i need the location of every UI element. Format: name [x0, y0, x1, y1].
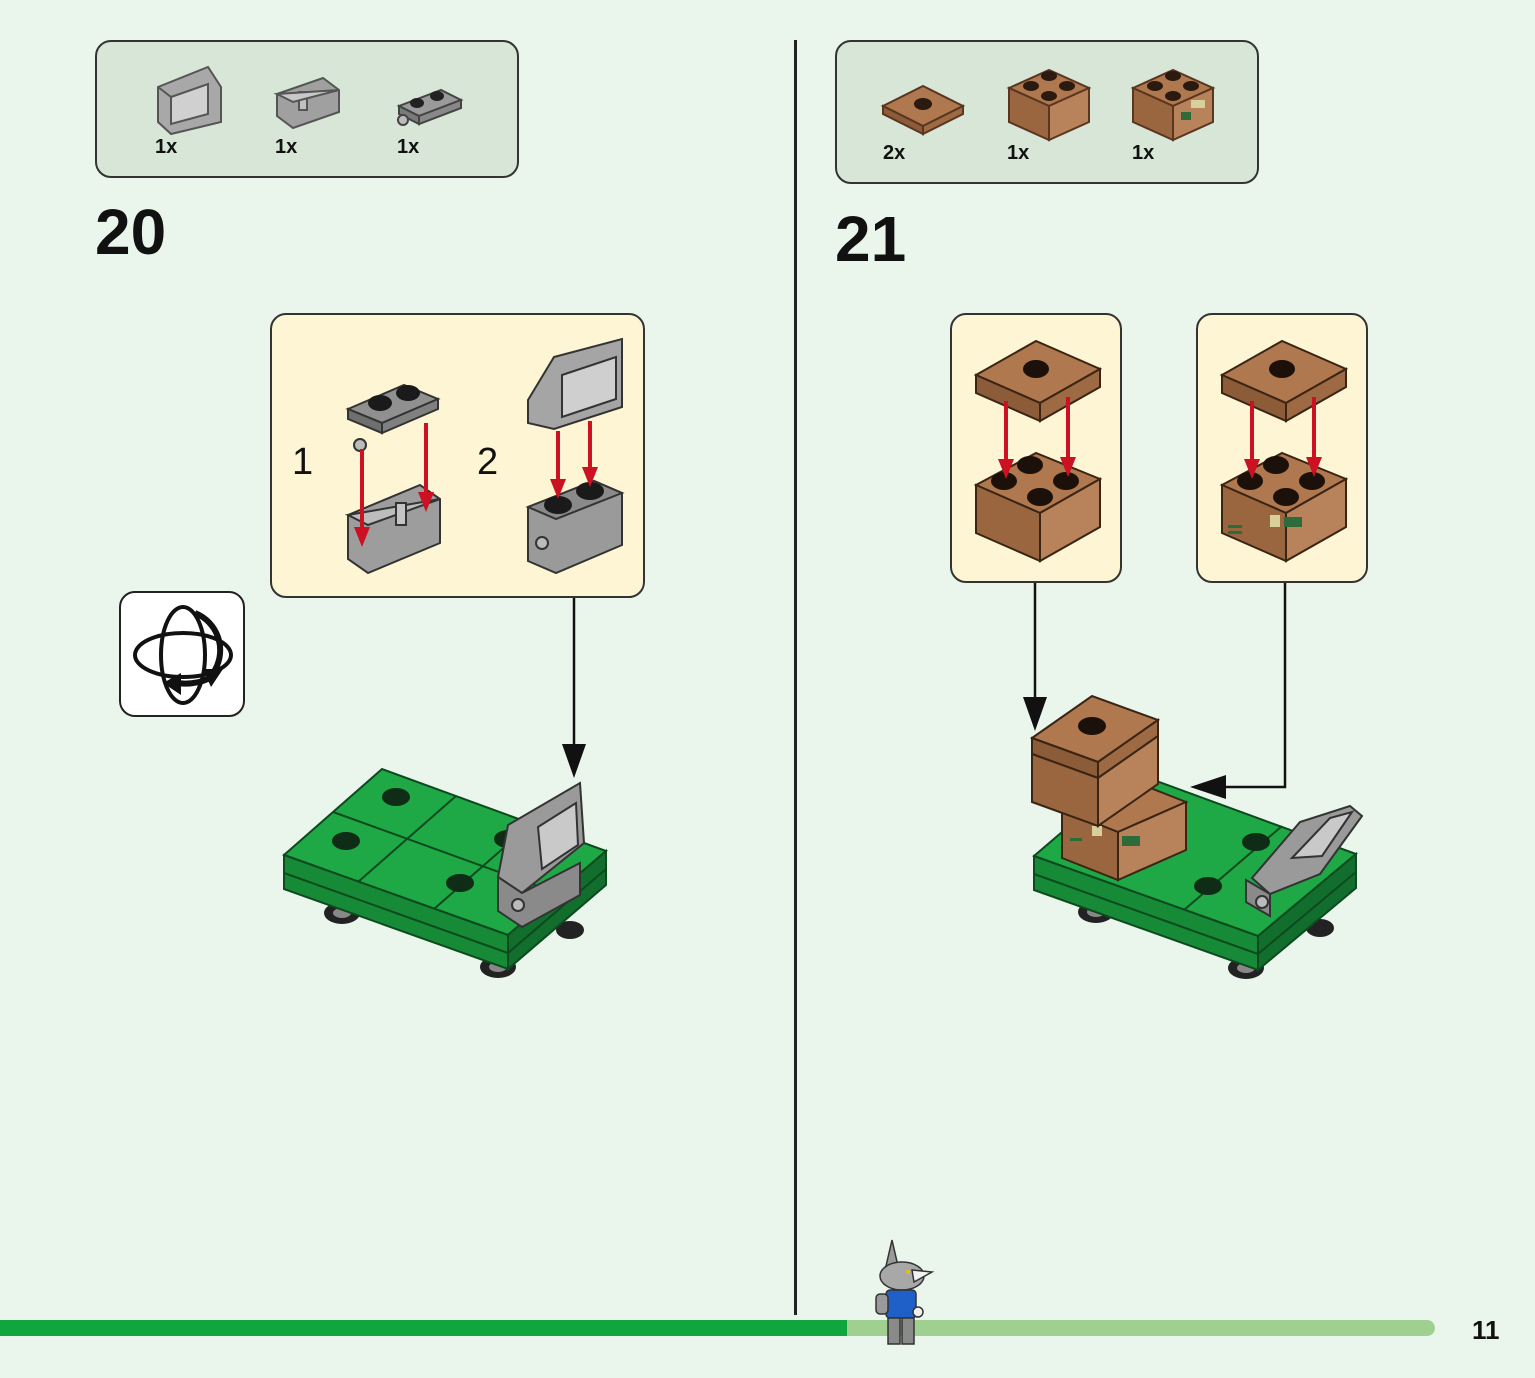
step-number: 21: [835, 203, 907, 275]
tile-on-brick-illustration: [973, 339, 1103, 563]
substep-number: 2: [477, 441, 499, 483]
parts-list-step-21: 2x 1x 1x: [835, 40, 1259, 184]
sub-assembly-callout-step-21-right: [1196, 313, 1368, 583]
part-qty: 1x: [155, 136, 178, 158]
rotate-model-box: [119, 591, 245, 717]
callout-pointer-arrow-right: [1190, 583, 1287, 799]
sub-assembly-callout-step-20: 1 2: [270, 313, 645, 598]
part-qty: 2x: [883, 142, 906, 164]
callout-pointer-arrow-left: [1023, 583, 1047, 731]
page-divider: [794, 40, 797, 1315]
brown-tile-with-stud-icon: [880, 84, 966, 136]
part-qty: 1x: [1007, 142, 1030, 164]
tile-on-printed-box-illustration: [1219, 339, 1349, 563]
substep-number: 1: [292, 441, 314, 483]
main-model-step-20: [282, 767, 608, 978]
progress-bar-remaining: [847, 1320, 1435, 1336]
brown-printed-box-brick-icon: [1130, 68, 1216, 142]
substep-2-illustration: [525, 337, 625, 575]
sub-assembly-callout-step-21-left: [950, 313, 1122, 583]
grey-plate-with-wheel-holder-icon: [396, 88, 464, 126]
shark-minifigure-icon: [875, 1239, 935, 1345]
main-model-step-21: [1029, 694, 1364, 979]
grey-slope-panel-icon: [157, 65, 222, 136]
part-qty: 1x: [1132, 142, 1155, 164]
part-qty: 1x: [397, 136, 420, 158]
page-number: 11: [1472, 1315, 1500, 1345]
part-qty: 1x: [275, 136, 298, 158]
parts-list-step-20: 1x 1x 1x: [95, 40, 519, 178]
grey-hinge-base-icon: [273, 76, 340, 130]
substep-1-illustration: [344, 383, 441, 575]
brown-brick-2x2-icon: [1006, 68, 1092, 142]
step-number: 20: [95, 196, 167, 268]
callout-pointer-arrow: [562, 598, 586, 778]
rotate-model-icon: [133, 605, 233, 705]
progress-bar-complete: [0, 1320, 847, 1336]
